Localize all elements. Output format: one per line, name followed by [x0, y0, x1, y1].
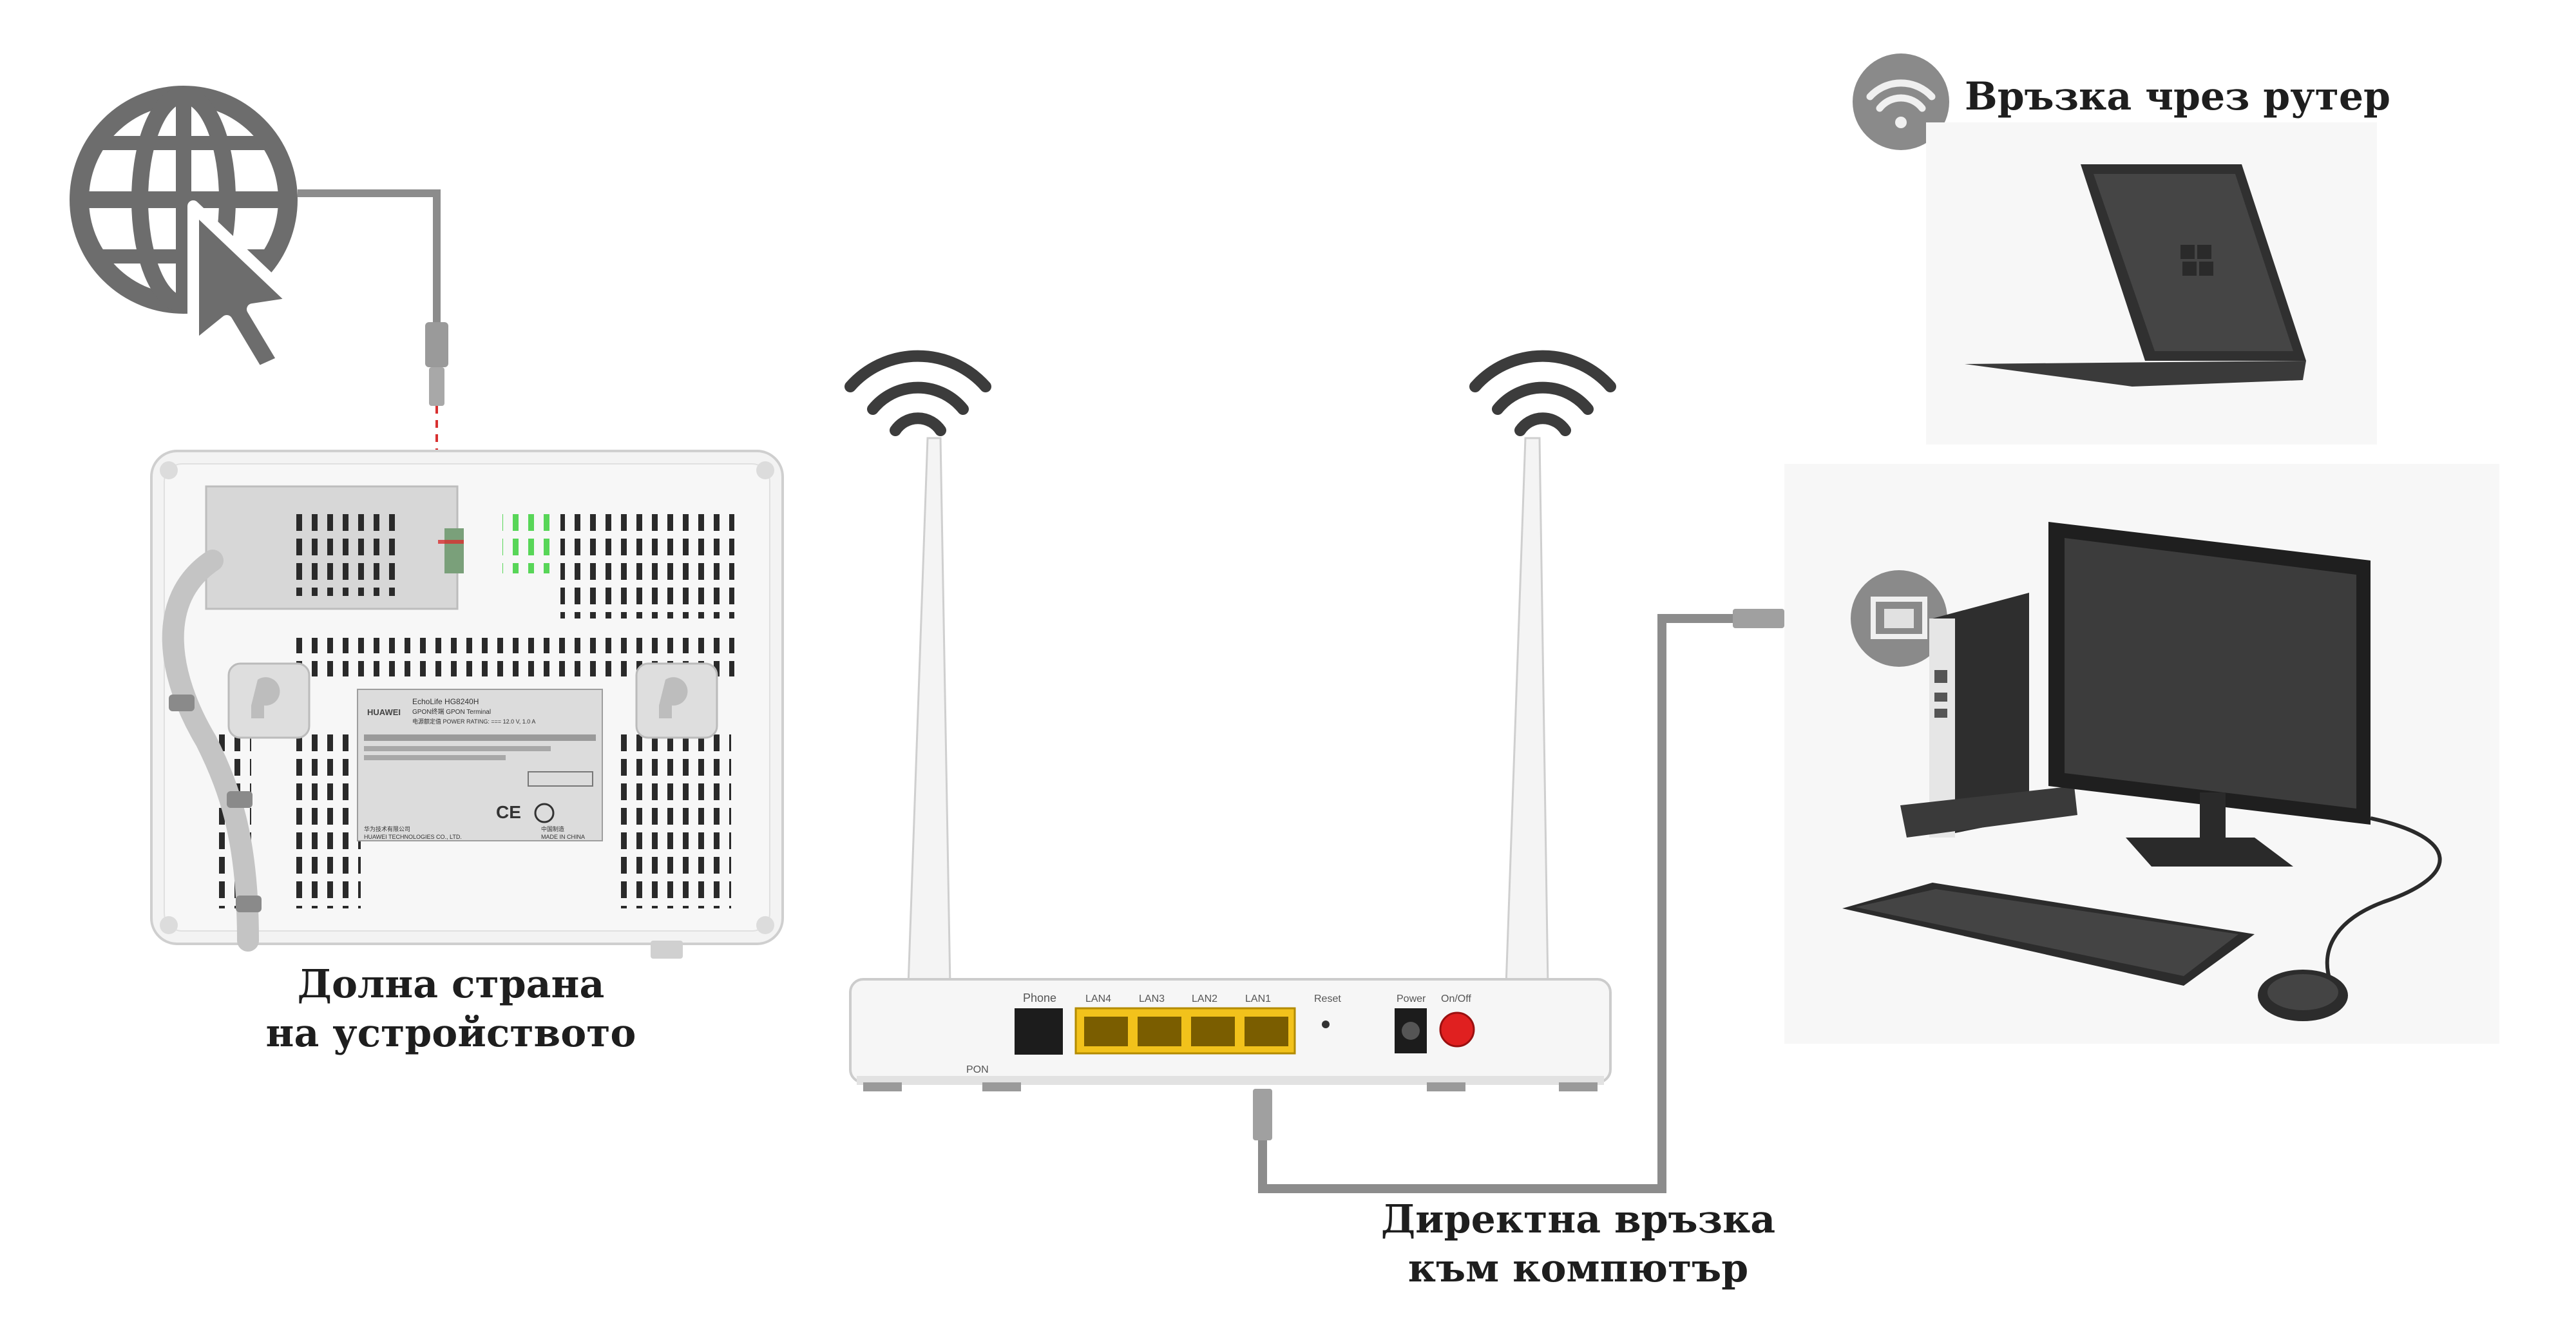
wifi-signal-right-icon — [1469, 350, 1616, 436]
device-bottom-caption-line2: на устройството — [265, 1011, 636, 1056]
port-label-reset: Reset — [1314, 993, 1341, 1004]
label-made-cn: 中国制造 — [541, 825, 564, 832]
wifi-router: Phone LAN4 LAN3 LAN2 LAN1 Reset Power On… — [844, 350, 1616, 1091]
label-type: GPON终端 GPON Terminal — [412, 707, 491, 716]
direct-connection-caption-line1: Директна връзка — [1380, 1197, 1776, 1242]
direct-connection-caption-line2: към компютър — [1407, 1246, 1749, 1291]
wifi-signal-left-icon — [844, 350, 991, 436]
port-label-onoff: On/Off — [1441, 993, 1471, 1004]
port-label-lan3: LAN3 — [1139, 993, 1165, 1004]
device-bottom-caption-line1: Долна страна — [297, 962, 605, 1007]
port-label-lan1: LAN1 — [1245, 993, 1271, 1004]
desktop-computer — [1784, 464, 2499, 1044]
label-model: EchoLife HG8240H — [412, 697, 479, 706]
router-connection-caption: Връзка чрез рутер — [1965, 74, 2390, 119]
port-label-phone: Phone — [1023, 992, 1056, 1004]
label-company-en: HUAWEI TECHNOLOGIES CO., LTD. — [364, 834, 462, 840]
label-power: 电源额定值 POWER RATING: === 12.0 V, 1.0 A — [412, 718, 535, 725]
ethernet-port-icon — [1851, 570, 1947, 667]
ont-device-bottom: HUAWEI EchoLife HG8240H GPON终端 GPON Term… — [150, 450, 784, 959]
port-label-lan4: LAN4 — [1085, 993, 1111, 1004]
globe-cursor-icon — [70, 86, 301, 378]
device-bottom-caption: Долна страна на устройството — [238, 960, 663, 1058]
label-ce-mark: CE — [496, 802, 521, 822]
ethernet-cable — [1253, 609, 1784, 1193]
direct-connection-caption: Директна връзка към компютър — [1353, 1195, 1804, 1293]
port-label-power: Power — [1397, 993, 1426, 1004]
label-company-cn: 华为技术有限公司 — [364, 825, 410, 832]
port-label-pon: PON — [966, 1064, 989, 1075]
label-made-en: MADE IN CHINA — [541, 834, 585, 840]
wifi-signal-icon — [1853, 53, 1949, 150]
label-brand: HUAWEI — [367, 707, 401, 717]
port-label-lan2: LAN2 — [1192, 993, 1217, 1004]
laptop — [1926, 122, 2377, 445]
